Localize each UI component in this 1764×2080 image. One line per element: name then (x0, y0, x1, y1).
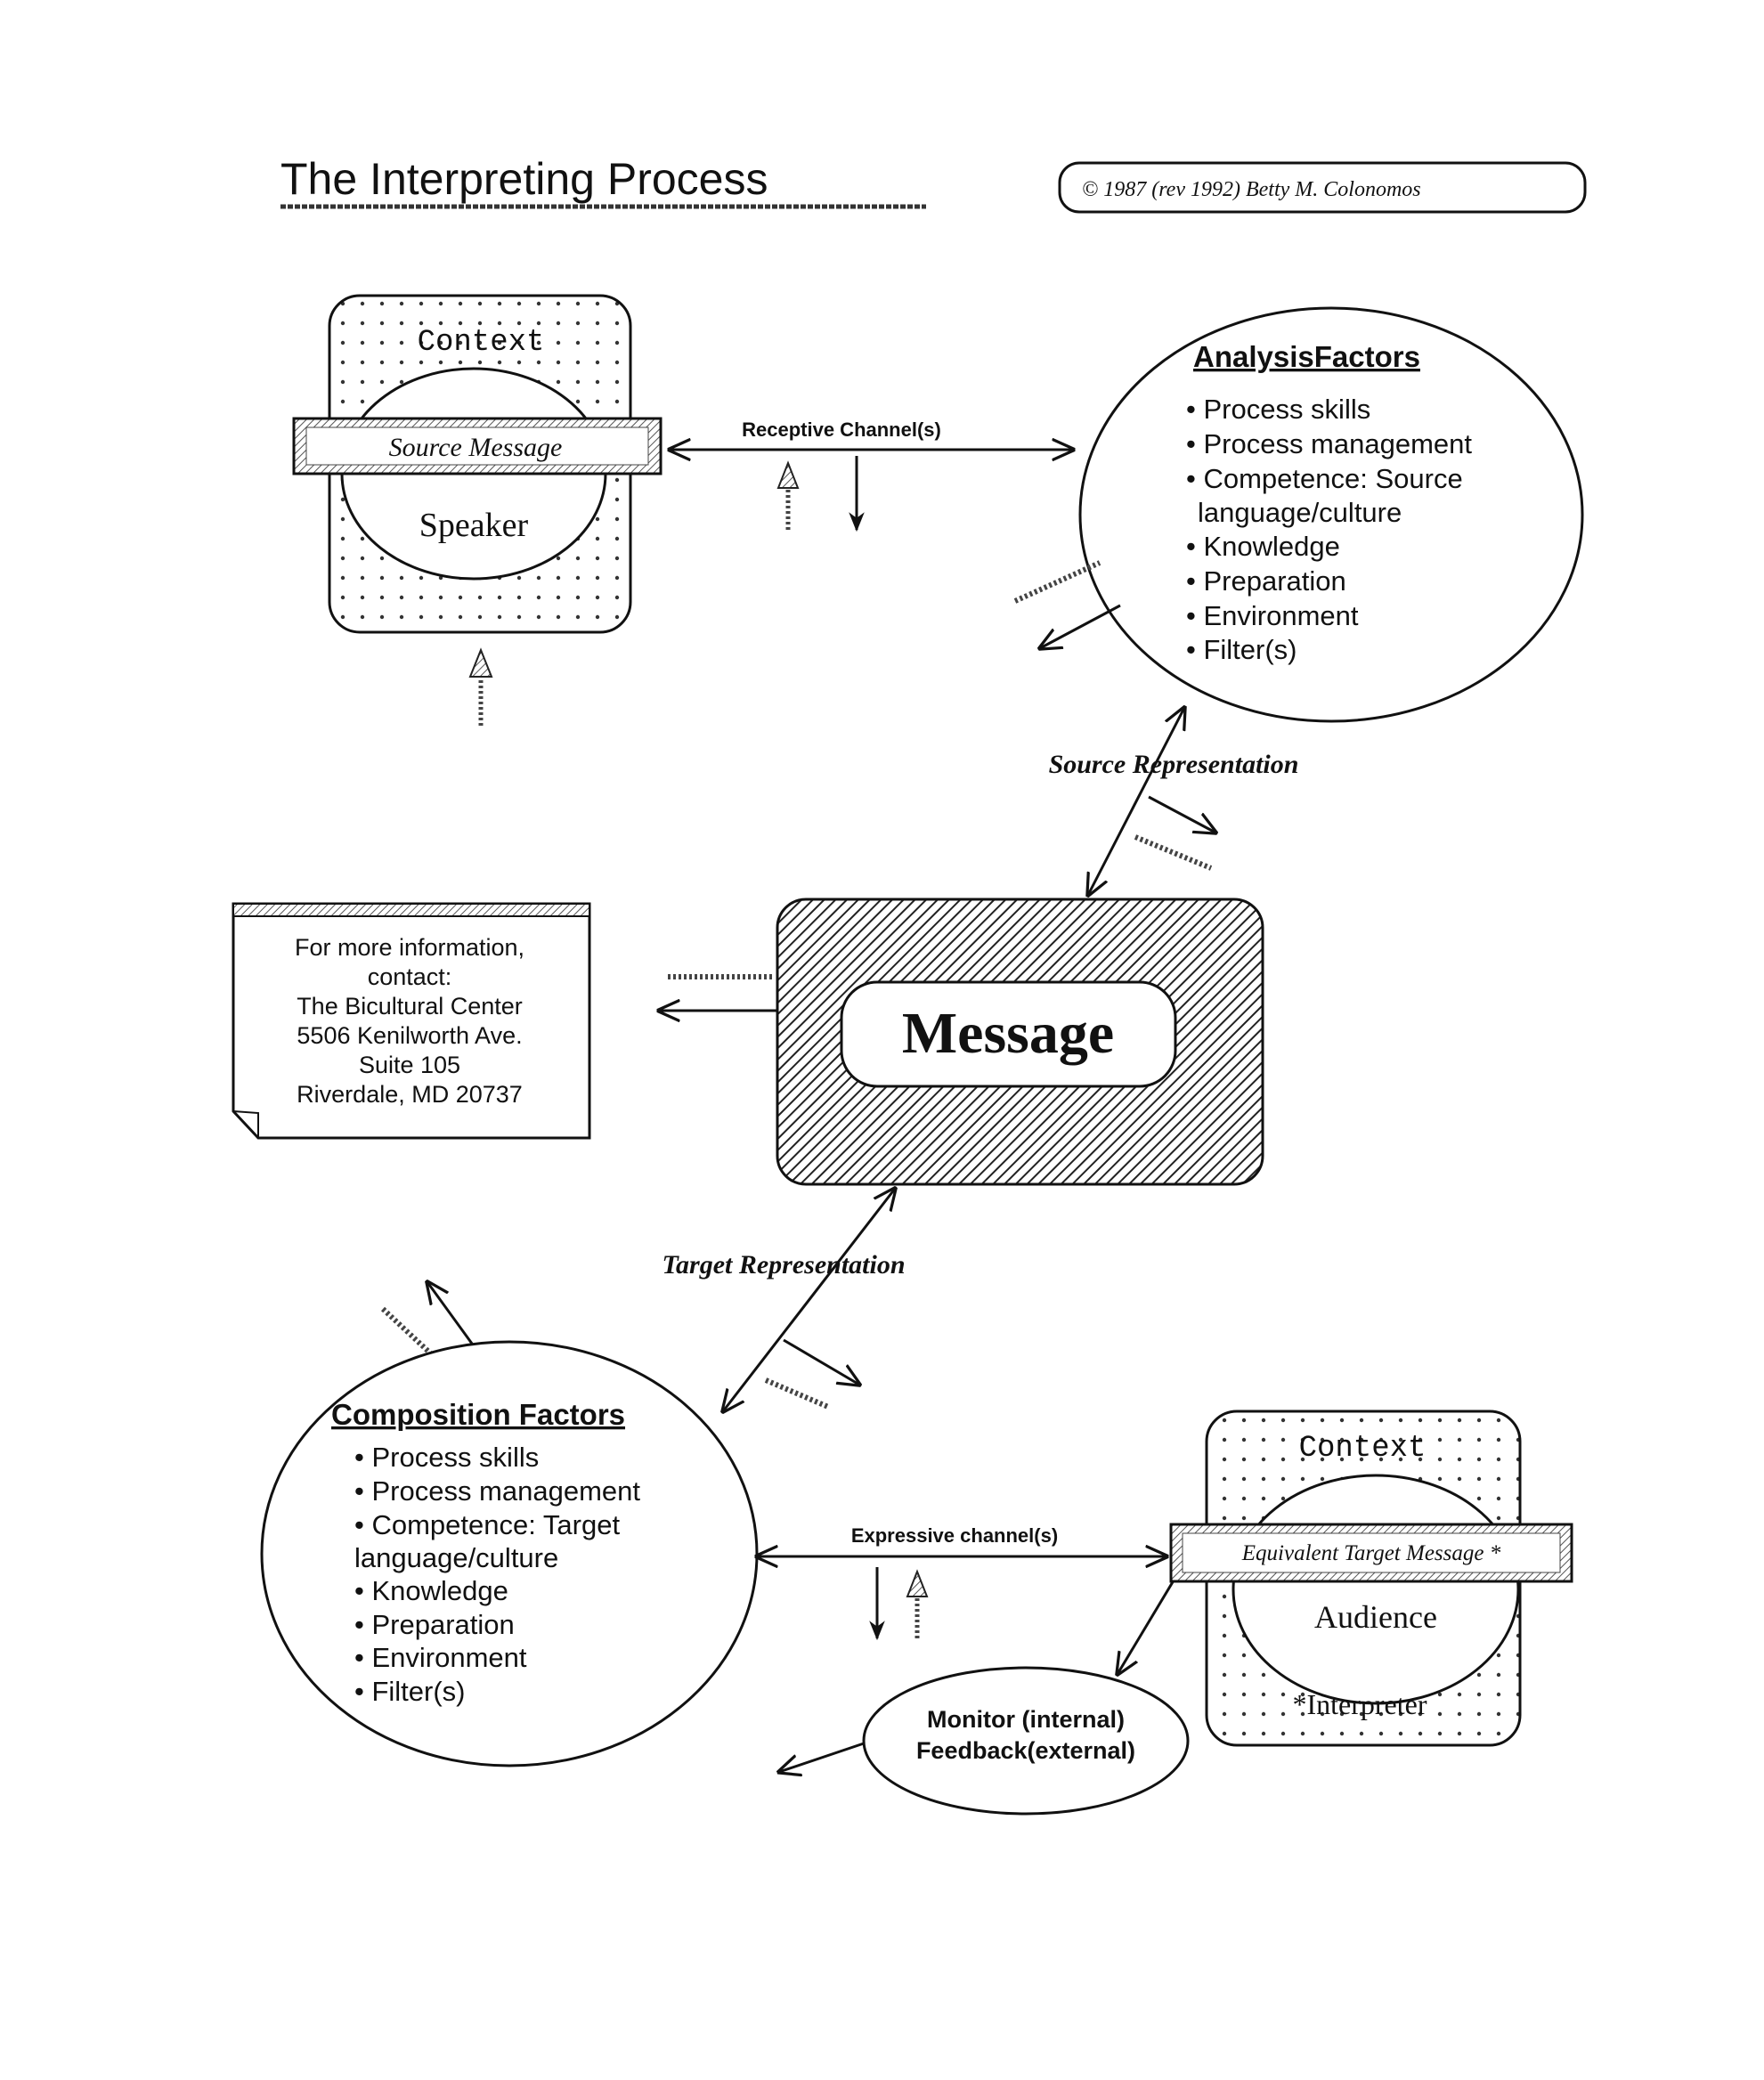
composition-item-process-management: • Process management (354, 1475, 640, 1507)
analysis-item-process-skills: • Process skills (1186, 394, 1370, 425)
monitor-output-arrow (779, 1742, 865, 1772)
contact-note: For more information, contact: The Bicul… (232, 902, 591, 1140)
target-representation-link: Target Representation (662, 1189, 906, 1411)
composition-item-preparation: • Preparation (354, 1609, 515, 1640)
speaker-label: Speaker (419, 507, 529, 544)
composition-item-competence: • Competence: Target (354, 1509, 620, 1540)
receptive-channel: Receptive Channel(s) (670, 418, 1073, 532)
contact-note-header (232, 903, 590, 917)
analysis-item-language-culture: language/culture (1198, 497, 1402, 528)
analysis-item-environment: • Environment (1186, 600, 1359, 631)
audience-to-monitor-arrow (1118, 1580, 1175, 1674)
speaker-input-arrow (468, 647, 493, 726)
composition-item-knowledge: • Knowledge (354, 1575, 508, 1606)
audience-context-block: Context Equivalent Target Message * Audi… (1169, 1410, 1573, 1747)
speaker-context-block: Context Source Message Speaker (292, 294, 663, 634)
contact-line-4: 5506 Kenilworth Ave. (297, 1022, 522, 1049)
receptive-feedback-up-arrow (776, 460, 800, 530)
expressive-channel-label: Expressive channel(s) (851, 1524, 1058, 1547)
analysis-item-competence: • Competence: Source (1186, 463, 1463, 494)
composition-item-language-culture: language/culture (354, 1542, 558, 1573)
target-representation-label: Target Representation (662, 1250, 905, 1280)
analysis-item-preparation: • Preparation (1186, 565, 1346, 597)
audience-context-label: Context (1299, 1432, 1427, 1466)
monitor-line-1: Monitor (internal) (927, 1706, 1125, 1733)
expressive-feedback-up-arrow (906, 1569, 929, 1638)
analysis-feedback-arrows (1013, 560, 1121, 648)
contact-line-5: Suite 105 (359, 1052, 460, 1078)
equivalent-target-message-banner-inner (1182, 1532, 1561, 1573)
source-representation-link: Source Representation (1049, 708, 1299, 895)
source-representation-label: Source Representation (1049, 750, 1299, 779)
analysis-item-knowledge: • Knowledge (1186, 531, 1340, 562)
expressive-channel: Expressive channel(s) (757, 1524, 1167, 1641)
source-message-banner-inner (305, 427, 649, 466)
message-block: Message (776, 898, 1264, 1186)
page-title: The Interpreting Process (280, 154, 768, 204)
equivalent-target-message-label: Equivalent Target Message * (1241, 1541, 1501, 1565)
analysis-factors: AnalysisFactors • Process skills • Proce… (1078, 306, 1584, 723)
contact-note-fold (232, 1110, 259, 1138)
monitor-ellipse (862, 1666, 1190, 1816)
monitor-line-2: Feedback(external) (916, 1737, 1135, 1764)
composition-item-process-skills: • Process skills (354, 1442, 539, 1473)
source-representation-arrow (1088, 708, 1184, 895)
composition-heading: Composition Factors (331, 1398, 625, 1431)
audience-label: Audience (1314, 1599, 1437, 1635)
receptive-channel-label: Receptive Channel(s) (742, 418, 941, 441)
audience-circle (1232, 1474, 1520, 1705)
analysis-item-filters: • Filter(s) (1186, 634, 1297, 665)
title-block: The Interpreting Process (280, 154, 926, 209)
contact-line-6: Riverdale, MD 20737 (297, 1081, 523, 1108)
message-inner-box (840, 980, 1177, 1088)
analysis-item-process-management: • Process management (1186, 428, 1472, 459)
contact-line-1: For more information, (295, 934, 524, 961)
copyright-text: © 1987 (rev 1992) Betty M. Colonomos (1082, 178, 1421, 201)
message-outflow-arrows (659, 974, 776, 1011)
source-message-label: Source Message (389, 433, 563, 462)
analysis-circle (1078, 306, 1584, 723)
contact-line-2: contact: (368, 963, 452, 990)
copyright-box: © 1987 (rev 1992) Betty M. Colonomos (1058, 161, 1587, 214)
target-representation-arrow (723, 1189, 895, 1411)
composition-item-environment: • Environment (354, 1642, 527, 1673)
composition-item-filters: • Filter(s) (354, 1676, 466, 1707)
composition-factors: Composition Factors • Process skills • P… (260, 1340, 759, 1767)
monitor-feedback: Monitor (internal) Feedback(external) (779, 1666, 1190, 1816)
analysis-heading: AnalysisFactors (1193, 340, 1420, 373)
interpreter-note-label: *Interpreter (1292, 1688, 1427, 1720)
message-label: Message (902, 1001, 1114, 1066)
speaker-context-label: Context (418, 326, 545, 360)
copyright-frame (1058, 161, 1587, 214)
contact-line-3: The Bicultural Center (297, 993, 523, 1020)
